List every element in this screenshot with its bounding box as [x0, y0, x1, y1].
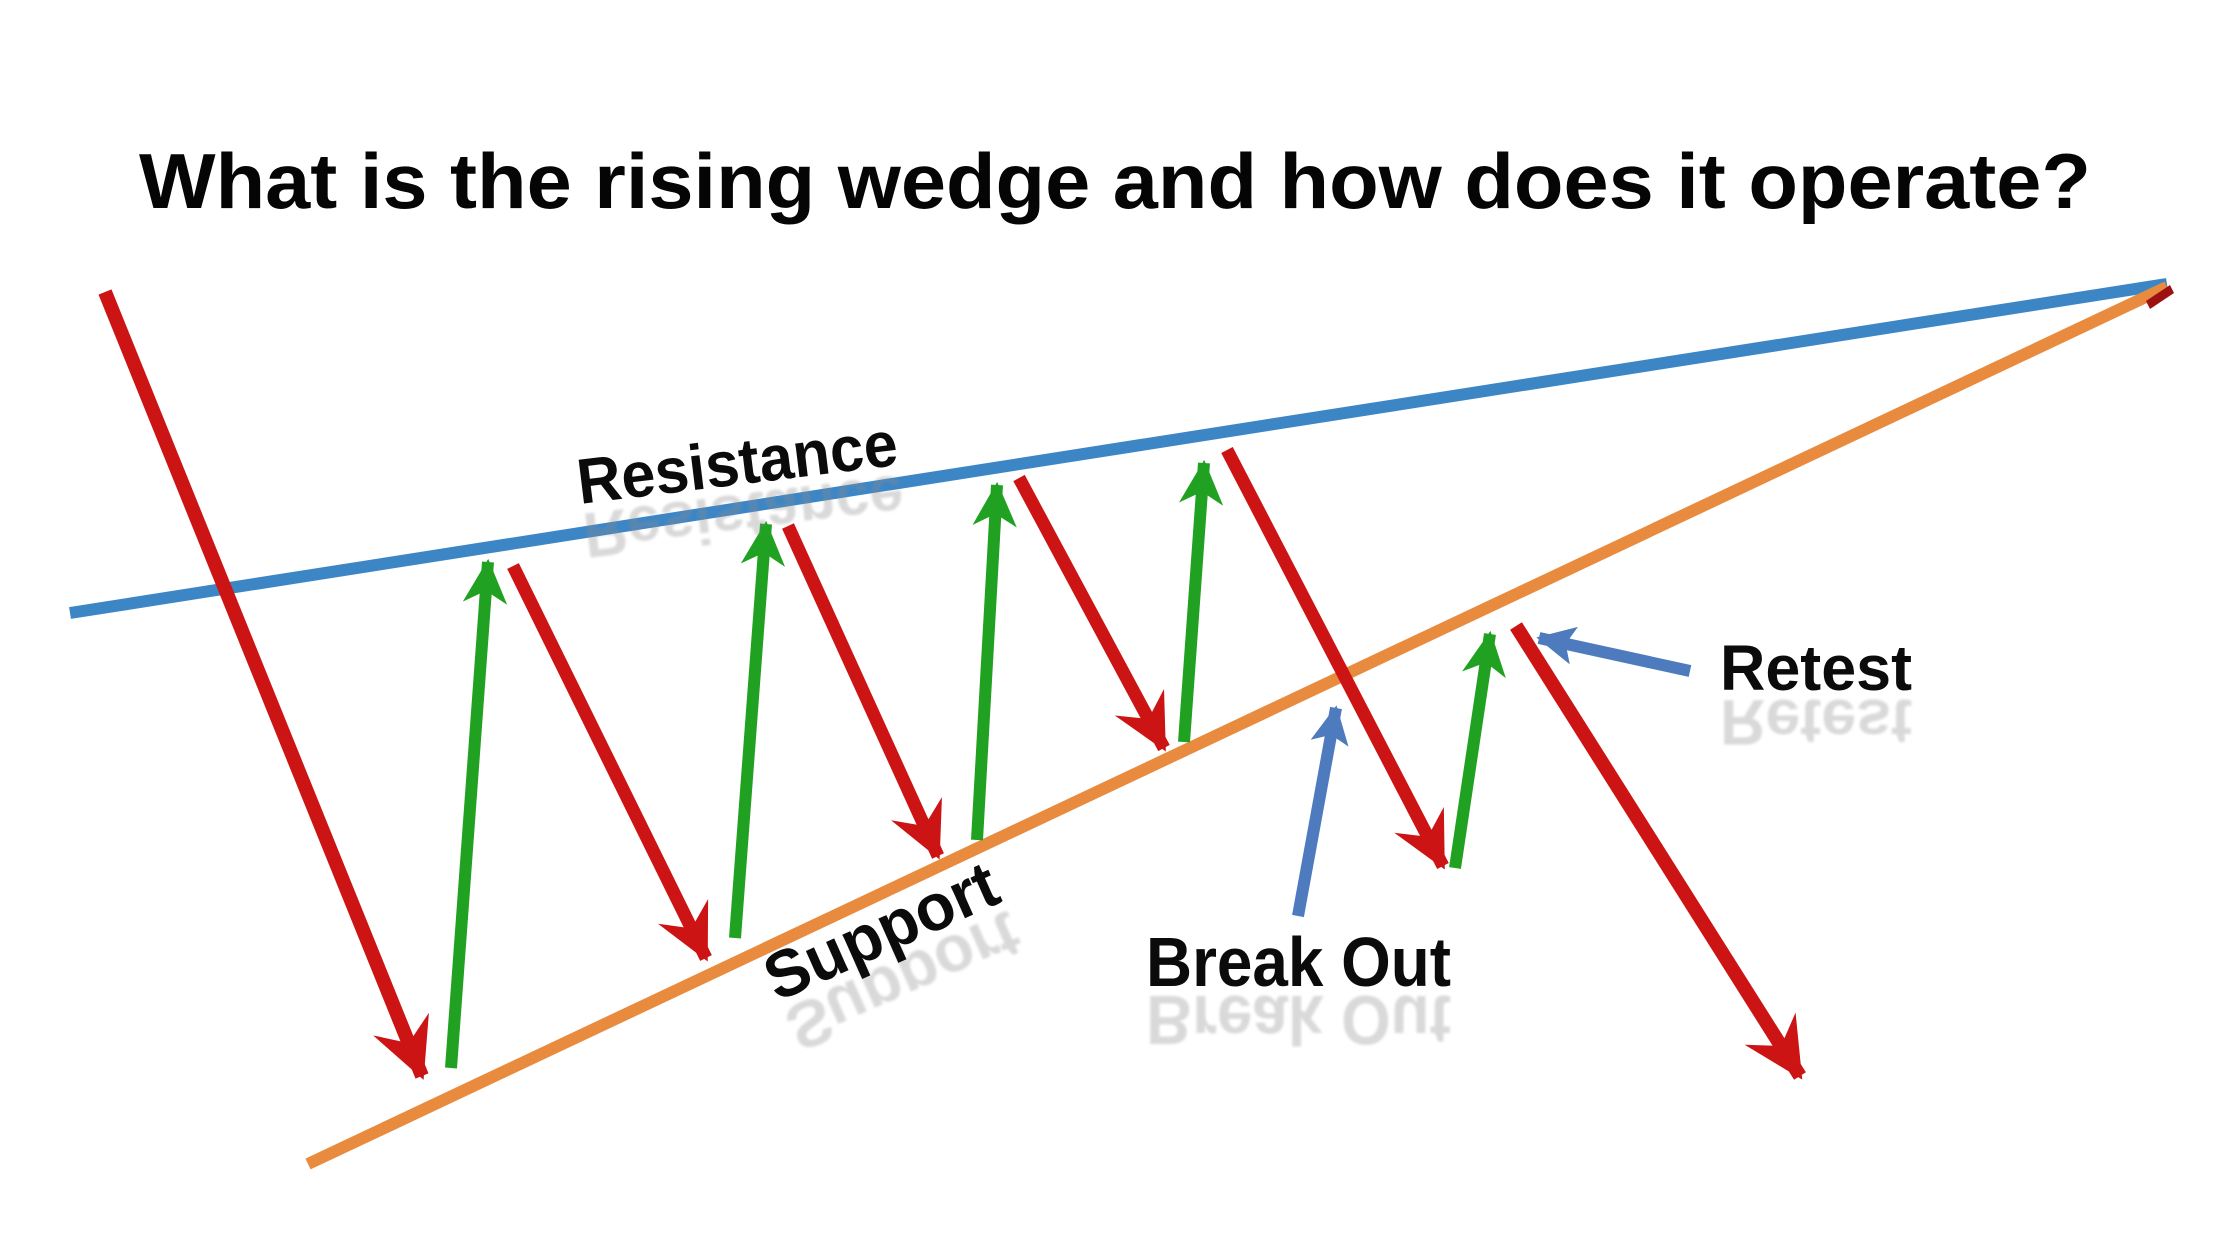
resistance-line — [69, 278, 2168, 619]
down-leg-1-arrow — [507, 563, 712, 962]
apex-tick — [2146, 285, 2174, 309]
downtrend-entry-arrow — [98, 289, 429, 1080]
retest-up-arrow — [1449, 630, 1506, 869]
retest-pointer-arrow — [1536, 626, 1692, 677]
retest-label-reflection: Retest — [1720, 686, 1912, 758]
up-leg-1-arrow — [445, 558, 508, 1069]
breakout-pointer-arrow — [1292, 705, 1349, 918]
support-line — [305, 281, 2170, 1170]
breakout-label-text: Break Out — [1146, 923, 1451, 1001]
retest-label-text: Retest — [1720, 632, 1912, 704]
breakout-down-arrow — [1221, 447, 1449, 870]
breakout-label-reflection: Break Out — [1146, 981, 1451, 1059]
post-breakout-fall-arrow — [1510, 622, 1806, 1080]
down-leg-3-arrow — [1013, 474, 1170, 752]
up-leg-3-arrow — [971, 481, 1017, 841]
up-leg-4-arrow — [1178, 459, 1224, 743]
page-title: What is the rising wedge and how does it… — [139, 137, 2091, 225]
down-leg-2-arrow — [782, 523, 944, 860]
up-leg-2-arrow — [729, 520, 786, 939]
